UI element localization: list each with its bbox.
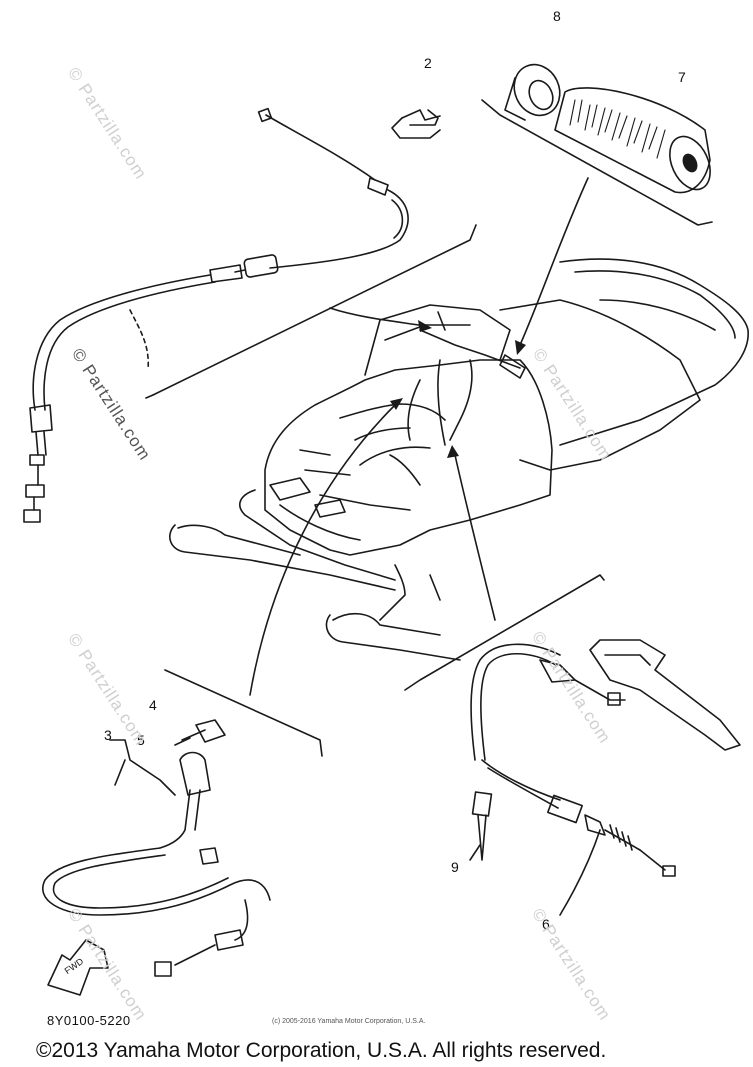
tie-strap [469,791,493,861]
brake-lever [589,639,741,751]
arrowheads [390,320,526,458]
copyright-notice: ©2013 Yamaha Motor Corporation, U.S.A. A… [36,1039,607,1062]
diagram-code: 8Y0100-5220 [47,1013,131,1028]
callout-7: 7 [678,69,686,85]
callout-2: 2 [424,55,432,71]
brake-cable [470,643,676,916]
callout-8: 8 [553,8,561,24]
small-copyright: (c) 2005-2016 Yamaha Motor Corporation, … [272,1018,426,1025]
callout-9: 9 [451,859,459,875]
callout-4: 4 [149,697,157,713]
switch-cable [42,719,271,977]
throttle-cable [23,107,409,523]
fwd-arrow [47,939,109,996]
callout-6: 6 [542,916,550,932]
snowmobile-illustration [169,258,749,661]
leader-lines [145,99,713,757]
clip-part [391,109,441,139]
callout-5: 5 [137,732,145,748]
grip-parts [504,63,711,194]
callout-3: 3 [104,727,112,743]
